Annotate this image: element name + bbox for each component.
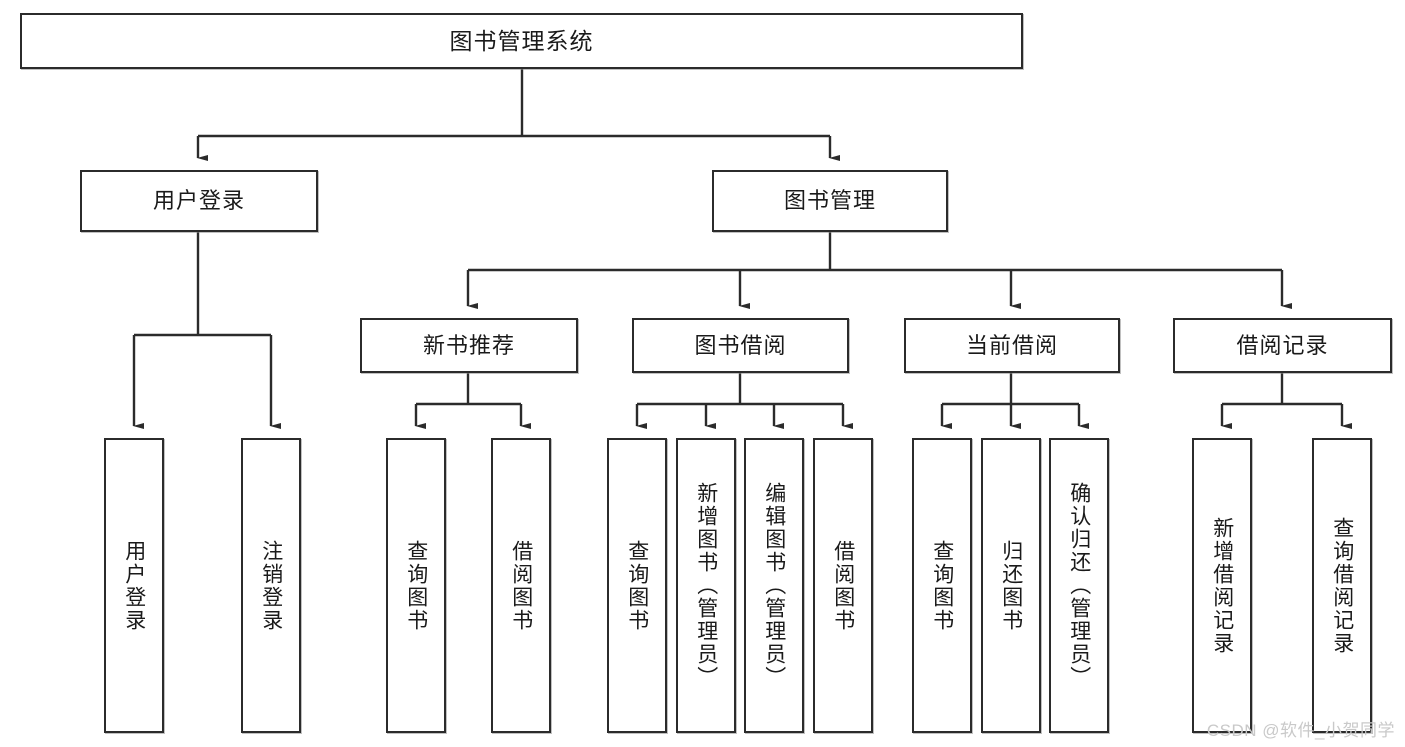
node-book-borrow[interactable]: 图书借阅	[632, 318, 849, 373]
node-root-system[interactable]: 图书管理系统	[20, 13, 1023, 69]
node-label: 借阅记录	[1236, 332, 1329, 358]
leaf-record-query-record[interactable]: 查询借阅记录	[1312, 438, 1372, 733]
leaf-current-query-book[interactable]: 查询图书	[912, 438, 972, 733]
node-label: 编辑图书（管理员）	[762, 482, 786, 689]
node-label: 新增图书（管理员）	[694, 482, 718, 689]
leaf-borrow-query-book[interactable]: 查询图书	[607, 438, 667, 733]
leaf-user-logout[interactable]: 注销登录	[241, 438, 301, 733]
leaf-borrow-add-book-admin[interactable]: 新增图书（管理员）	[676, 438, 736, 733]
node-label: 用户登录	[152, 188, 245, 214]
leaf-record-add-record[interactable]: 新增借阅记录	[1192, 438, 1252, 733]
node-label: 新增借阅记录	[1210, 516, 1234, 655]
node-label: 确认归还（管理员）	[1067, 482, 1091, 689]
node-label: 图书借阅	[694, 332, 787, 358]
node-label: 图书管理	[783, 188, 876, 214]
node-label: 查询借阅记录	[1330, 516, 1354, 655]
node-label: 借阅图书	[509, 539, 533, 632]
node-label: 查询图书	[404, 539, 428, 632]
watermark: CSDN @软件_小贺同学	[1206, 721, 1395, 740]
node-label: 查询图书	[930, 539, 954, 632]
leaf-recommend-borrow-book[interactable]: 借阅图书	[491, 438, 551, 733]
node-label: 新书推荐	[422, 332, 515, 358]
leaf-recommend-query-book[interactable]: 查询图书	[386, 438, 446, 733]
node-label: 查询图书	[625, 539, 649, 632]
leaf-borrow-edit-book-admin[interactable]: 编辑图书（管理员）	[744, 438, 804, 733]
node-user-login[interactable]: 用户登录	[80, 170, 318, 232]
node-label: 注销登录	[259, 539, 283, 632]
node-label: 归还图书	[999, 539, 1023, 632]
leaf-current-confirm-return-admin[interactable]: 确认归还（管理员）	[1049, 438, 1109, 733]
leaf-user-login[interactable]: 用户登录	[104, 438, 164, 733]
node-book-management[interactable]: 图书管理	[712, 170, 948, 232]
node-label: 当前借阅	[965, 332, 1058, 358]
leaf-current-return-book[interactable]: 归还图书	[981, 438, 1041, 733]
node-current-borrow[interactable]: 当前借阅	[904, 318, 1120, 373]
node-label: 图书管理系统	[449, 27, 594, 54]
node-borrow-record[interactable]: 借阅记录	[1173, 318, 1392, 373]
node-label: 借阅图书	[831, 539, 855, 632]
node-label: 用户登录	[122, 539, 146, 632]
leaf-borrow-borrow-book[interactable]: 借阅图书	[813, 438, 873, 733]
node-new-book-recommend[interactable]: 新书推荐	[360, 318, 578, 373]
